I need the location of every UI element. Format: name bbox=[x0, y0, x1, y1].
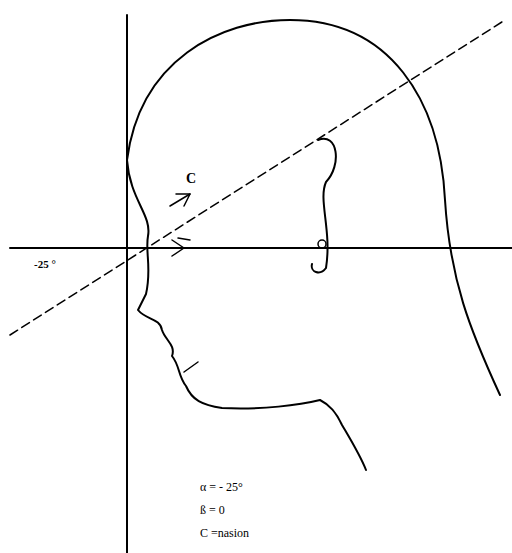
note-text: ß = 0 bbox=[200, 503, 225, 517]
point-label: C bbox=[186, 172, 196, 186]
vertical-line bbox=[126, 15, 128, 553]
angle-mark bbox=[178, 238, 190, 240]
nasion-arrowhead bbox=[176, 194, 190, 206]
face-outline bbox=[127, 160, 366, 470]
nasion-marker bbox=[170, 194, 190, 206]
note-text: α = - 25° bbox=[200, 480, 243, 494]
head-outline bbox=[127, 20, 500, 395]
ear-point bbox=[318, 240, 326, 248]
ear-outline bbox=[312, 139, 336, 273]
tilted-dashed-line bbox=[10, 20, 505, 335]
axis-arrowhead bbox=[172, 240, 184, 256]
horizontal-line bbox=[10, 247, 512, 249]
note-text: C =nasion bbox=[200, 526, 249, 540]
lip-mark bbox=[184, 362, 198, 372]
angle-label: -25 ° bbox=[34, 257, 56, 271]
